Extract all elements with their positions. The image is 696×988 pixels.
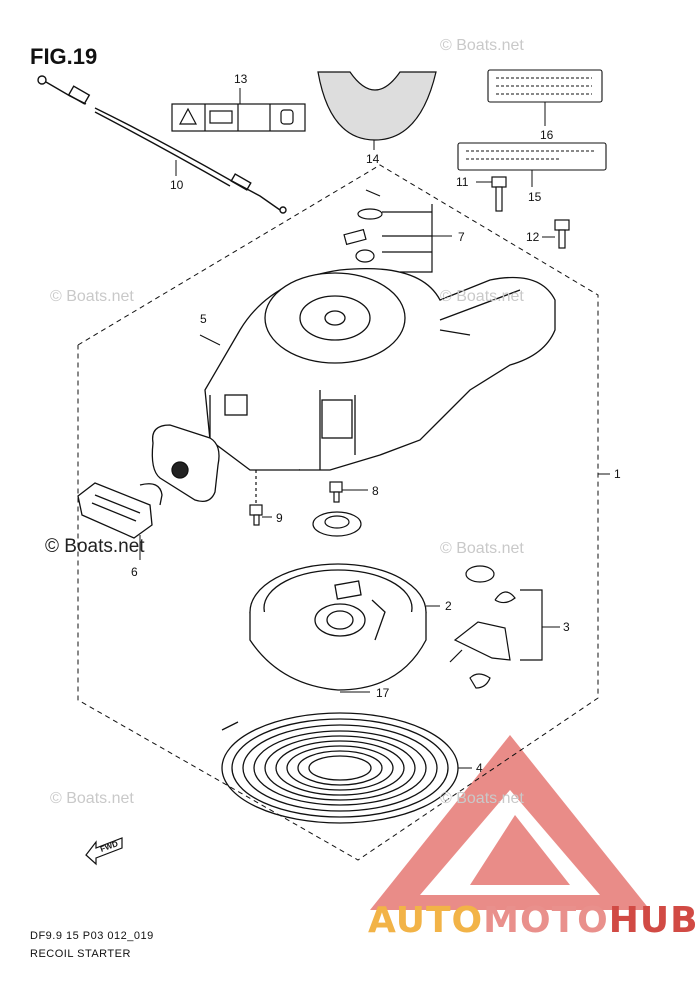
watermark: © Boats.net	[50, 790, 134, 807]
decal-part-15	[457, 142, 607, 171]
callout-16: 16	[540, 128, 554, 142]
watermark: © Boats.net	[440, 288, 524, 305]
watermark: © Boats.net	[440, 37, 524, 54]
callout-4: 4	[476, 761, 483, 775]
callout-5: 5	[200, 312, 207, 326]
bolt-part-12	[554, 219, 570, 249]
callout-3: 3	[563, 620, 570, 634]
leader-lines	[139, 88, 610, 769]
callout-10: 10	[170, 178, 184, 192]
callout-7: 7	[458, 230, 465, 244]
warning-label-part-13	[171, 103, 306, 132]
cable-part-10	[37, 75, 287, 214]
assembly-outline	[77, 164, 599, 861]
figure-title: FIG.19	[30, 44, 98, 69]
callout-1: 1	[614, 467, 621, 481]
decal-part-16	[487, 69, 603, 103]
callout-8: 8	[372, 484, 379, 498]
watermark: © Boats.net	[50, 288, 134, 305]
automotohub-logo-mark	[370, 735, 650, 910]
bolt-part-11	[491, 176, 507, 212]
watermark: © Boats.net	[440, 540, 524, 557]
figure-name: RECOIL STARTER	[30, 948, 131, 960]
logo-part-auto: AUTO	[368, 900, 484, 941]
figure-code: DF9.9 15 P03 012_019	[30, 930, 154, 942]
pawl-parts-7	[343, 189, 433, 273]
callout-13: 13	[234, 72, 248, 86]
callout-2: 2	[445, 599, 452, 613]
reel-part-2	[249, 563, 427, 691]
bolt-part-9	[249, 470, 263, 526]
callout-6: 6	[131, 565, 138, 579]
callout-11: 11	[456, 175, 469, 189]
bolt-part-8	[329, 481, 343, 503]
arc-decal-part-14	[317, 71, 437, 141]
watermark: © Boats.net	[440, 790, 524, 807]
callout-14: 14	[366, 152, 380, 166]
automotohub-logo-text: AUTOMOTOHUB	[368, 900, 696, 941]
handle-part-5	[151, 424, 220, 503]
callout-12: 12	[526, 230, 540, 244]
fwd-arrow-icon	[85, 837, 123, 866]
cap-part	[312, 511, 362, 537]
callout-15: 15	[528, 190, 542, 204]
callout-17: 17	[376, 686, 390, 700]
handle-grip-part-6	[77, 482, 163, 539]
logo-part-hub: HUB	[608, 900, 696, 941]
starter-housing-part-1	[204, 267, 556, 471]
pawl-spring-part-3	[449, 565, 543, 689]
logo-part-moto: MOTO	[483, 900, 609, 941]
watermark-main: © Boats.net	[45, 536, 145, 557]
recoil-spring-part-4	[221, 712, 459, 824]
callout-9: 9	[276, 511, 283, 525]
